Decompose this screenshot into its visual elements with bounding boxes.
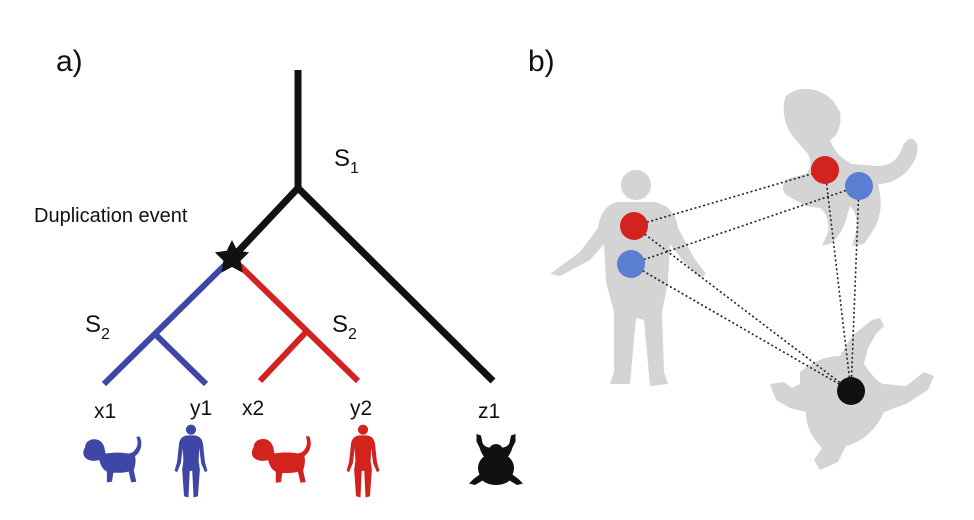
s1-sub: 1 [350, 160, 359, 177]
ortholog-line-red [633, 169, 826, 227]
relationship-lines [630, 169, 860, 392]
leaf-label-y2: y2 [350, 397, 372, 420]
speciation-label-s2-right: S2 [332, 311, 357, 343]
frog-icon [469, 434, 523, 485]
leaf-label-x1: x1 [94, 400, 116, 423]
leaf-label-y1: y1 [190, 397, 212, 420]
s2-right-sub: 2 [348, 326, 357, 343]
duplication-event-label: Duplication event [34, 205, 188, 227]
duplication-star-icon [214, 240, 250, 273]
human-icon [174, 424, 208, 498]
speciation-label-s2-left: S2 [85, 311, 110, 343]
panel-label-b: b) [528, 45, 555, 78]
human-silhouette-icon [550, 170, 706, 386]
human-red-gene-dot [620, 212, 648, 240]
gene-tree [101, 70, 496, 387]
tree-branch-duplication [229, 185, 301, 261]
dog-silhouette-icon [782, 88, 918, 246]
speciation-label-s1: S1 [334, 145, 359, 177]
s2-left-sub: 2 [101, 326, 110, 343]
s2-left-main: S [85, 311, 101, 338]
species-silhouettes [550, 88, 934, 470]
tree-branch-outgroup [295, 185, 496, 384]
frog-gene-dot [837, 377, 865, 405]
human-red-to-frog-line [633, 225, 852, 392]
panel-label-a: a) [56, 45, 83, 78]
dog-icon [251, 435, 311, 483]
human-blue-gene-dot [617, 250, 645, 278]
s1-main: S [334, 145, 350, 172]
tree-branch-y1 [152, 331, 209, 387]
human-blue-to-frog-line [630, 263, 852, 392]
tree-branch-x2 [257, 328, 310, 384]
leaf-label-z1: z1 [478, 400, 500, 423]
dog-red-gene-dot [811, 156, 839, 184]
dog-icon [83, 436, 142, 483]
dog-red-to-frog-line [824, 169, 852, 392]
leaf-label-x2: x2 [242, 397, 264, 420]
s2-right-main: S [332, 311, 348, 338]
human-icon [346, 424, 380, 498]
tree-branch-paralog-2 [229, 255, 361, 384]
tree-branch-paralog-1 [101, 255, 235, 387]
dog-blue-gene-dot [845, 172, 873, 200]
